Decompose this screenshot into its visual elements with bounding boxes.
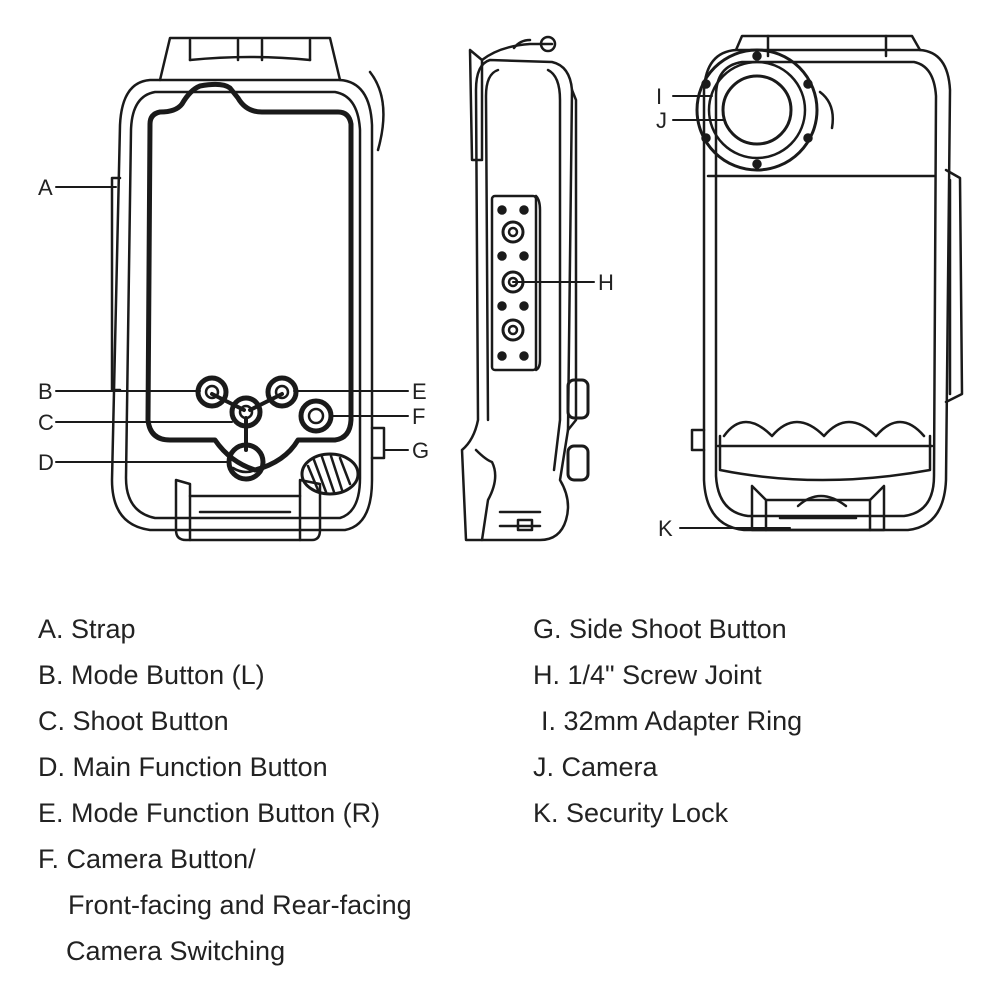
legend-item-camera-button-cont2: Camera Switching [66,936,286,966]
callout-b: B [38,379,53,404]
legend-item-side-shoot-button: G. Side Shoot Button [533,614,787,644]
callout-k: K [658,516,673,541]
callout-lines [55,95,791,529]
legend-left: A. Strap B. Mode Button (L) C. Shoot But… [38,606,412,974]
legend-item-mode-button-l: B. Mode Button (L) [38,660,265,690]
legend-item-strap: A. Strap [38,614,136,644]
callout-j: J [656,108,667,133]
callout-f: F [412,404,425,429]
callout-i: I [656,84,662,109]
callout-g: G [412,438,429,463]
callout-c: C [38,410,54,435]
legend-item-main-function-button: D. Main Function Button [38,752,328,782]
legend-item-adapter-ring: I. 32mm Adapter Ring [541,706,803,736]
legend-item-camera-button: F. Camera Button/ [38,844,256,874]
back-view [690,34,964,532]
callout-labels: A B C D E F G H I J K [38,84,673,541]
legend-item-camera-button-cont: Front-facing and Rear-facing [68,890,412,920]
callout-d: D [38,450,54,475]
side-view [460,35,590,542]
legend-right: G. Side Shoot Button H. 1/4" Screw Joint… [533,606,802,836]
legend-item-screw-joint: H. 1/4" Screw Joint [533,660,762,690]
legend-item-security-lock: K. Security Lock [533,798,729,828]
legend-item-shoot-button: C. Shoot Button [38,706,229,736]
legend-item-camera: J. Camera [533,752,658,782]
front-view [110,36,386,542]
callout-e: E [412,379,427,404]
housing-diagram: A B C D E F G H I J K [38,34,964,542]
callout-a: A [38,175,53,200]
callout-h: H [598,270,614,295]
legend-item-mode-function-button-r: E. Mode Function Button (R) [38,798,381,828]
